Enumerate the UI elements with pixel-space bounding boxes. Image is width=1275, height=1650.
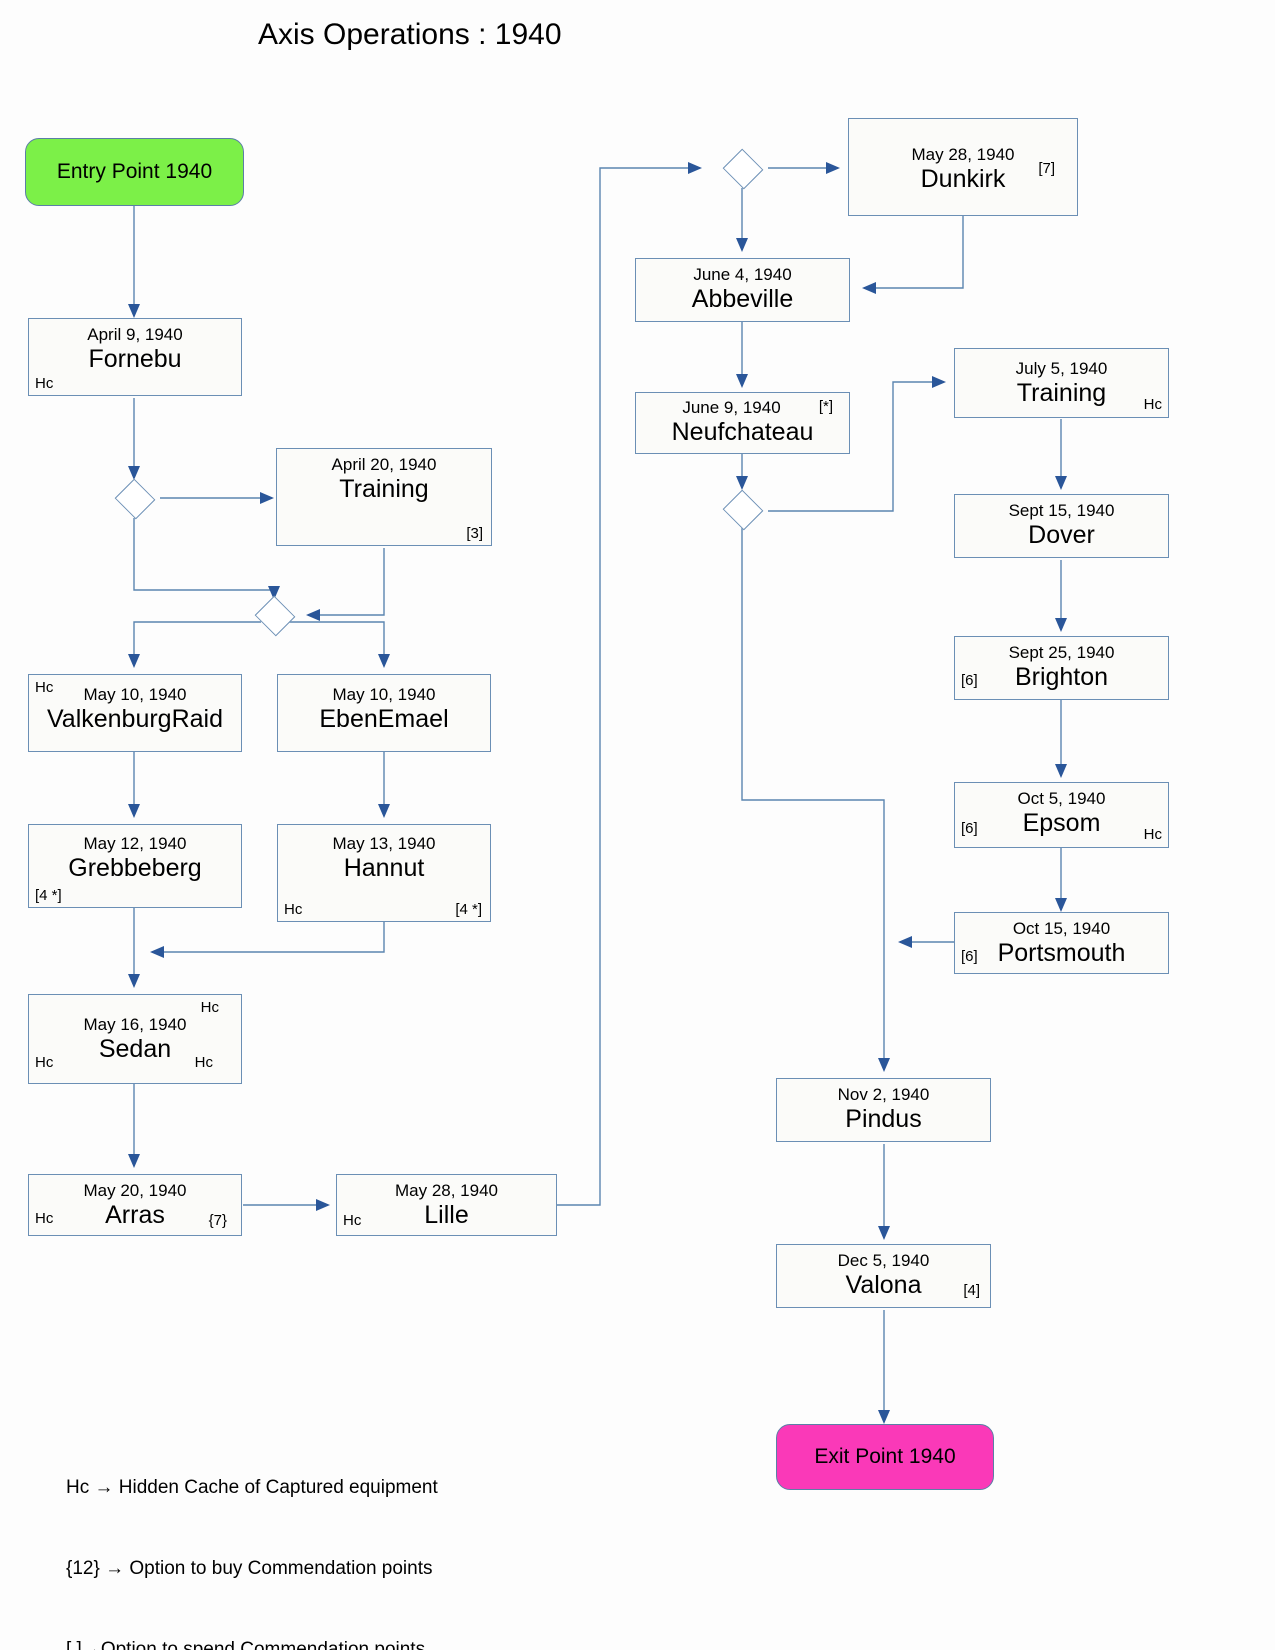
node-dover[interactable]: Sept 15, 1940 Dover	[954, 494, 1169, 558]
node-date: May 20, 1940	[83, 1181, 187, 1200]
node-lille[interactable]: May 28, 1940 Lille Hc	[336, 1174, 557, 1236]
node-fornebu[interactable]: April 9, 1940 Fornebu Hc	[28, 318, 242, 396]
diamond-shape	[254, 595, 296, 637]
legend: Hc → Hidden Cache of Captured equipment …	[66, 1420, 447, 1650]
node-name: Neufchateau	[671, 418, 814, 446]
node-date: Oct 15, 1940	[1012, 919, 1111, 938]
node-portsmouth[interactable]: Oct 15, 1940 Portsmouth [6]	[954, 912, 1169, 974]
node-brighton[interactable]: Sept 25, 1940 Brighton [6]	[954, 636, 1169, 700]
node-abbeville[interactable]: June 4, 1940 Abbeville	[635, 258, 850, 322]
node-date: Sept 25, 1940	[1008, 643, 1115, 662]
node-tag: Hc	[1143, 826, 1162, 843]
node-name: Training	[1016, 379, 1107, 407]
node-tag: Hc	[1143, 396, 1162, 413]
decision-diamond-2[interactable]	[248, 595, 300, 637]
node-date: April 9, 1940	[87, 325, 183, 344]
node-name: Hannut	[343, 854, 425, 882]
node-date: May 28, 1940	[911, 145, 1015, 164]
entry-point-node[interactable]: Entry Point 1940	[25, 138, 244, 206]
node-tag: [6]	[961, 948, 978, 965]
legend-line-hc: Hc → Hidden Cache of Captured equipment	[66, 1477, 438, 1498]
node-training-july[interactable]: July 5, 1940 Training Hc	[954, 348, 1169, 418]
node-pindus[interactable]: Nov 2, 1940 Pindus	[776, 1078, 991, 1142]
node-tag: [4 *]	[35, 887, 62, 904]
node-sedan[interactable]: May 16, 1940 Sedan Hc Hc Hc	[28, 994, 242, 1084]
exit-point-node[interactable]: Exit Point 1940	[776, 1424, 994, 1490]
node-name: Dunkirk	[920, 165, 1006, 193]
decision-diamond-3[interactable]	[716, 148, 768, 190]
node-tag: [7]	[1038, 160, 1055, 178]
node-name: Abbeville	[691, 285, 794, 313]
node-tag: [4]	[963, 1282, 980, 1299]
node-date: May 28, 1940	[394, 1181, 498, 1200]
node-epsom[interactable]: Oct 5, 1940 Epsom [6] Hc	[954, 782, 1169, 848]
node-date: June 9, 1940	[682, 398, 781, 417]
node-name: Brighton	[1014, 663, 1109, 691]
node-grebbeberg[interactable]: May 12, 1940 Grebbeberg [4 *]	[28, 824, 242, 908]
node-date: April 20, 1940	[331, 455, 437, 474]
node-tag: Hc	[343, 1212, 362, 1229]
legend-line-spend: [ ]→Option to spend Commendation points	[66, 1639, 426, 1650]
node-name: Lille	[424, 1201, 469, 1229]
node-ebenemael[interactable]: May 10, 1940 EbenEmael	[277, 674, 491, 752]
node-hannut[interactable]: May 13, 1940 Hannut Hc [4 *]	[277, 824, 491, 922]
node-tag: [*]	[818, 398, 833, 415]
node-dunkirk[interactable]: May 28, 1940 Dunkirk [7]	[848, 118, 1078, 216]
diamond-shape	[114, 478, 156, 520]
page-title: Axis Operations : 1940	[258, 18, 562, 51]
node-training-april[interactable]: April 20, 1940 Training [3]	[276, 448, 492, 546]
node-name: Pindus	[845, 1105, 922, 1133]
node-tag: {7}	[208, 1212, 227, 1229]
node-date: May 13, 1940	[332, 834, 436, 853]
node-name: Sedan	[98, 1035, 172, 1063]
node-name: Valona	[845, 1271, 922, 1299]
node-tag: Hc	[284, 901, 303, 918]
node-date: July 5, 1940	[1015, 359, 1108, 378]
node-date: Dec 5, 1940	[837, 1251, 930, 1270]
node-tag: [6]	[961, 820, 978, 837]
node-date: June 4, 1940	[693, 265, 792, 284]
exit-point-label: Exit Point 1940	[814, 1445, 956, 1468]
node-date: Sept 15, 1940	[1008, 501, 1115, 520]
node-tag: [6]	[961, 672, 978, 689]
node-date: May 12, 1940	[83, 834, 187, 853]
node-name: Grebbeberg	[68, 854, 202, 882]
node-name: Dover	[1028, 521, 1095, 549]
node-date: May 10, 1940	[332, 685, 436, 704]
node-neufchateau[interactable]: June 9, 1940 Neufchateau [*]	[635, 392, 850, 454]
legend-line-buy: {12} → Option to buy Commendation points	[66, 1558, 433, 1579]
node-name: Arras	[105, 1201, 165, 1229]
node-name: ValkenburgRaid	[46, 705, 224, 733]
entry-point-label: Entry Point 1940	[56, 160, 213, 183]
node-valona[interactable]: Dec 5, 1940 Valona [4]	[776, 1244, 991, 1308]
node-tag: Hc	[35, 1210, 54, 1227]
node-name: Fornebu	[88, 345, 182, 373]
node-tag: Hc	[35, 375, 54, 392]
node-tag: Hc	[35, 679, 54, 696]
diamond-shape	[722, 489, 764, 531]
node-date: May 10, 1940	[83, 685, 187, 704]
node-date: Nov 2, 1940	[837, 1085, 930, 1104]
node-date: May 16, 1940	[83, 1015, 187, 1034]
decision-diamond-4[interactable]	[716, 489, 768, 531]
node-name: Portsmouth	[997, 939, 1126, 967]
diamond-shape	[722, 148, 764, 190]
node-tag: Hc	[200, 999, 219, 1016]
node-name: Epsom	[1022, 809, 1101, 837]
node-tag: [4 *]	[455, 901, 482, 918]
node-name: EbenEmael	[319, 705, 449, 733]
node-date: Oct 5, 1940	[1017, 789, 1106, 808]
node-tag: Hc	[194, 1054, 213, 1071]
node-arras[interactable]: May 20, 1940 Arras Hc {7}	[28, 1174, 242, 1236]
node-valkenburgraid[interactable]: May 10, 1940 ValkenburgRaid Hc	[28, 674, 242, 752]
node-tag: [3]	[466, 525, 483, 542]
node-tag: Hc	[35, 1054, 54, 1071]
node-name: Training	[339, 475, 429, 503]
decision-diamond-1[interactable]	[108, 478, 160, 520]
